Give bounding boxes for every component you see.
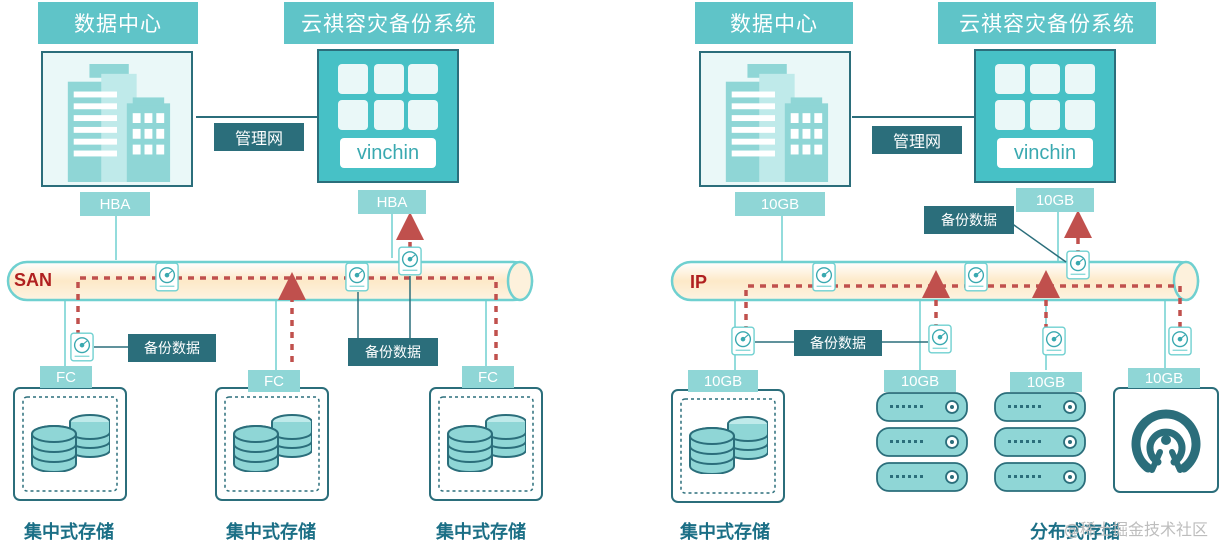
server-icon [876,427,968,457]
server-stack-2 [994,392,1086,492]
disk-icon [398,246,422,276]
ip-label: IP [690,272,708,292]
ceph-storage [1113,387,1219,493]
left-vinchin-logo: vinchin [356,141,420,164]
right-port-4: 10GB [1128,368,1200,388]
left-storage-1 [13,387,127,501]
left-storage-3 [429,387,543,501]
server-icon [994,392,1086,422]
server-icon [876,462,968,492]
left-backup-data-label-1: 备份数据 [128,334,216,362]
disk-icon [1168,326,1192,356]
right-storage-central [671,389,785,503]
app-grid-icon [338,64,438,130]
server-stack-1 [876,392,968,492]
right-backup-port: 10GB [1016,188,1094,212]
left-storage-1-caption: 集中式存储 [24,522,114,543]
right-mgmt-network-label: 管理网 [872,126,962,154]
ceph-logo-icon [1131,409,1201,473]
disk-icon [731,326,755,356]
left-storage-2-caption: 集中式存储 [226,522,316,543]
right-distributed-storage-caption: 分布式存储 [1030,522,1120,543]
server-icon [876,392,968,422]
disk-icon [1042,326,1066,356]
left-hba-backup: HBA [358,190,426,214]
left-datacenter-title: 数据中心 [38,2,198,44]
disk-icon [964,262,988,292]
disk-icon [1066,250,1090,280]
right-backup-system-title: 云祺容灾备份系统 [938,2,1156,44]
right-backup-data-label-top: 备份数据 [924,206,1014,234]
disk-icon [928,324,952,354]
left-mgmt-network-label: 管理网 [214,123,304,151]
left-storage-3-caption: 集中式存储 [436,522,526,543]
disk-icon [70,332,94,362]
right-datacenter-port: 10GB [735,192,825,216]
san-pipe [6,260,534,302]
left-fc-port-2: FC [248,370,300,392]
server-icon [994,427,1086,457]
right-port-1: 10GB [688,370,758,392]
disk-icon [345,262,369,292]
left-fc-port-1: FC [40,366,92,388]
disk-icon [812,262,836,292]
watermark: @稀土掘金技术社区 [1064,520,1209,539]
right-datacenter-title: 数据中心 [695,2,853,44]
right-vinchin-logo: vinchin [1013,141,1077,164]
right-port-2: 10GB [884,370,956,392]
left-backup-system-title: 云祺容灾备份系统 [284,2,494,44]
ip-pipe [670,260,1200,302]
left-storage-2 [215,387,329,501]
app-grid-icon [995,64,1095,130]
right-backup-data-label-mid: 备份数据 [794,330,882,356]
left-hba-datacenter: HBA [80,192,150,216]
right-central-storage-caption: 集中式存储 [680,522,770,543]
right-port-3: 10GB [1010,372,1082,392]
disk-icon [155,262,179,292]
left-fc-port-3: FC [462,366,514,388]
left-backup-data-label-2: 备份数据 [348,338,438,366]
server-icon [994,462,1086,492]
san-label: SAN [14,270,53,290]
